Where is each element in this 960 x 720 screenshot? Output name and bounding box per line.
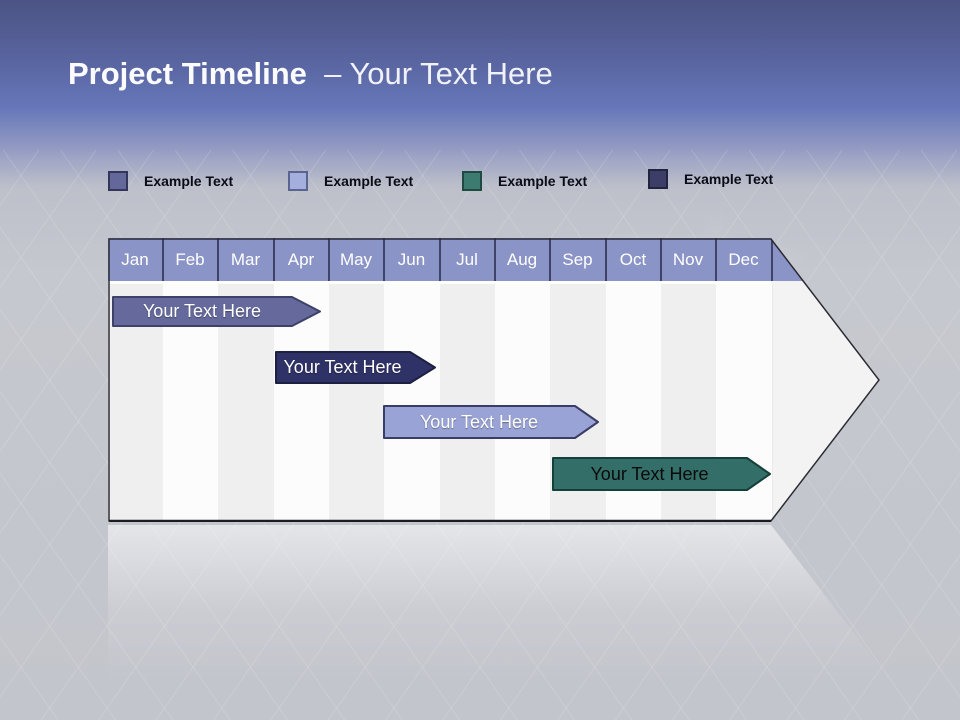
task-bar: Your Text Here <box>552 457 772 491</box>
legend-swatch <box>648 169 668 189</box>
month-cell: Feb <box>163 238 219 281</box>
task-bar-label: Your Text Here <box>419 411 539 432</box>
legend-label: Example Text <box>144 173 234 189</box>
month-cell: Oct <box>606 238 662 281</box>
legend-label: Example Text <box>324 173 414 189</box>
legend-swatch <box>462 171 482 191</box>
month-cell: Dec <box>716 238 773 281</box>
title-bold-segment: Project Timeline <box>68 56 307 91</box>
task-bar-label: Your Text Here <box>142 301 262 321</box>
timeline-reflection <box>108 525 880 720</box>
legend-swatch <box>288 171 308 191</box>
column-stripe <box>384 284 441 522</box>
month-cell: Mar <box>218 238 275 281</box>
legend-item: Example Text <box>288 170 413 192</box>
task-bar: Your Text Here <box>112 296 322 327</box>
timeline-arrow-body: Jan Feb Mar Apr May Jun Jul Aug Sep Oct … <box>108 238 880 522</box>
month-cell: May <box>329 238 385 281</box>
page-title: Project Timeline – Your Text Here <box>68 56 553 92</box>
title-light-segment: – Your Text Here <box>324 56 553 91</box>
legend-label: Example Text <box>684 171 774 187</box>
legend-item: Example Text <box>462 170 587 192</box>
month-cell: Apr <box>274 238 330 281</box>
legend-item: Example Text <box>108 170 233 192</box>
month-cell: Nov <box>661 238 717 281</box>
month-cell: Jan <box>108 238 164 281</box>
column-stripe <box>329 284 385 522</box>
month-cell: Aug <box>495 238 551 281</box>
column-stripe <box>495 284 551 522</box>
task-bar: Your Text Here <box>275 351 437 384</box>
legend-item: Example Text <box>648 168 773 190</box>
month-cell: Jul <box>440 238 496 281</box>
column-stripe <box>440 284 496 522</box>
month-cell: Jun <box>384 238 441 281</box>
task-bar-label: Your Text Here <box>590 463 709 484</box>
task-bar-label: Your Text Here <box>283 357 402 377</box>
month-cell: Sep <box>550 238 607 281</box>
legend-swatch <box>108 171 128 191</box>
legend-label: Example Text <box>498 173 588 189</box>
task-bar: Your Text Here <box>383 405 600 439</box>
timeline-arrow: Jan Feb Mar Apr May Jun Jul Aug Sep Oct … <box>108 238 880 522</box>
